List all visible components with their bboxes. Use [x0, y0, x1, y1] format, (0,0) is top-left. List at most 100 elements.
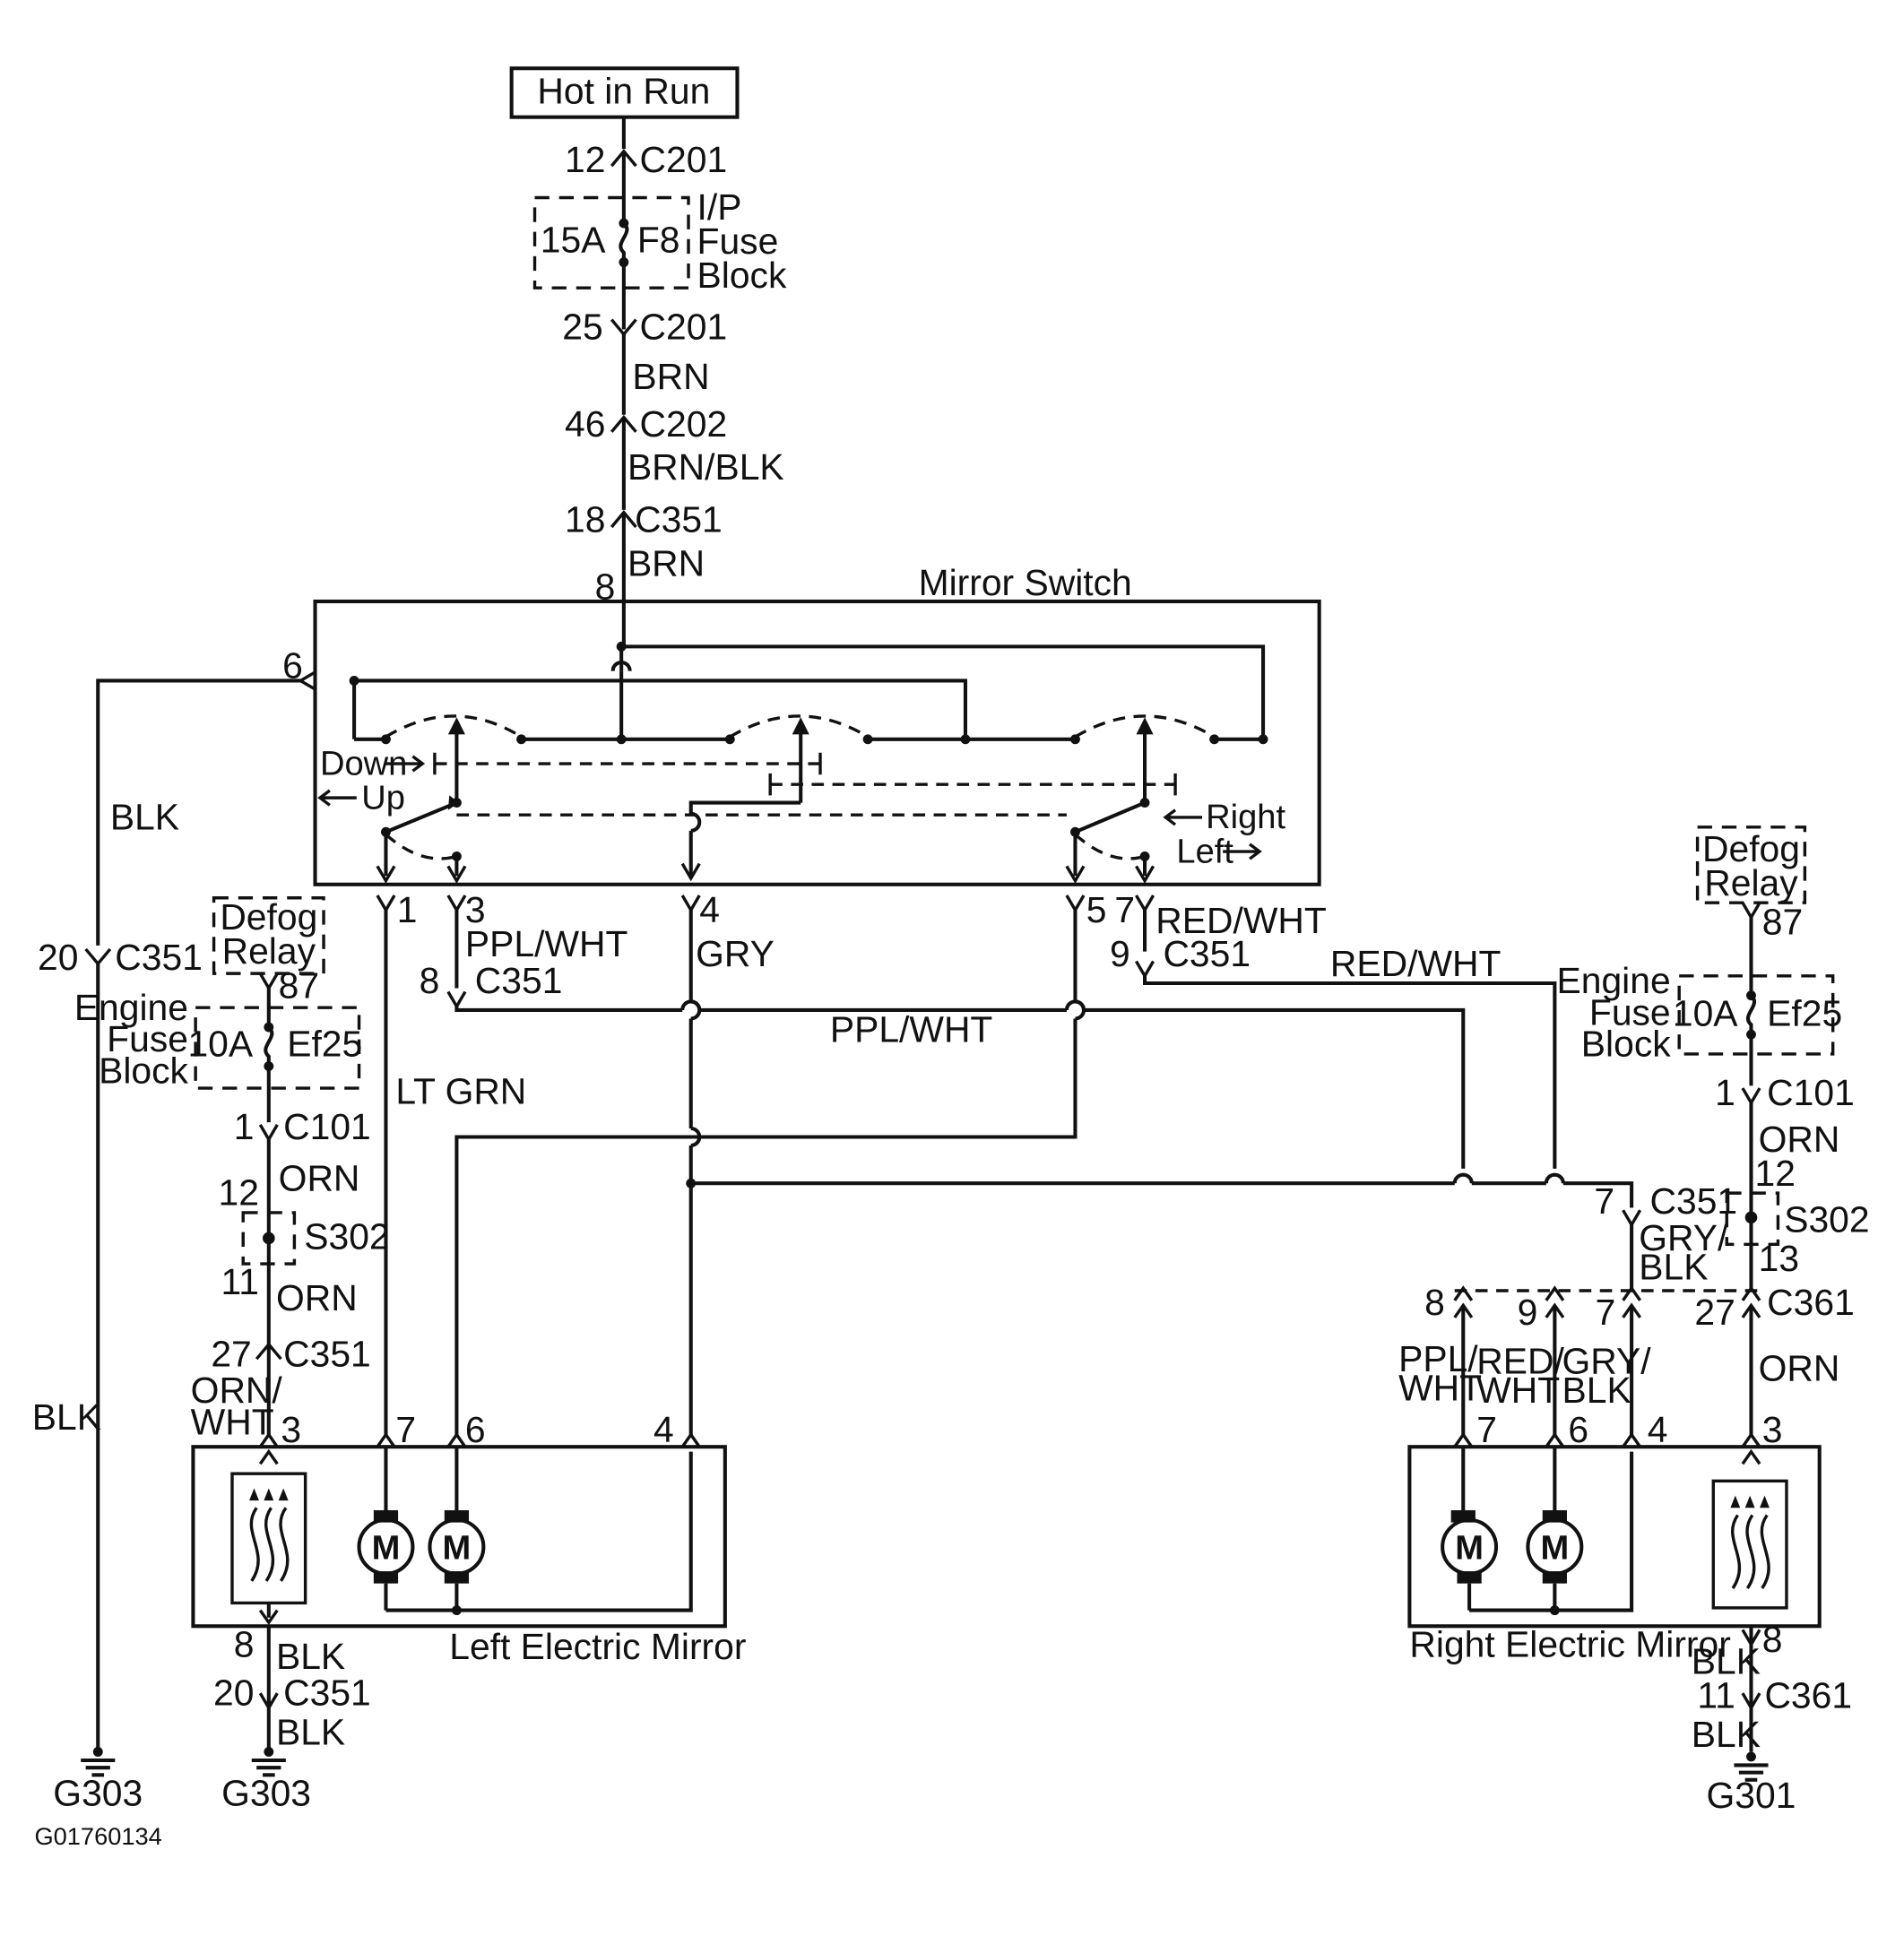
svg-text:Defog: Defog: [1702, 828, 1800, 869]
svg-text:7: 7: [1114, 889, 1135, 930]
svg-text:8: 8: [595, 566, 616, 607]
svg-text:Defog: Defog: [220, 896, 317, 938]
svg-text:GRY/: GRY/: [1562, 1341, 1652, 1382]
svg-text:C201: C201: [640, 306, 728, 347]
svg-text:PPL/WHT: PPL/WHT: [465, 923, 627, 964]
svg-text:BLK: BLK: [1639, 1247, 1708, 1288]
svg-text:BRN/BLK: BRN/BLK: [627, 446, 784, 488]
svg-text:8: 8: [234, 1623, 255, 1664]
svg-text:BLK: BLK: [1562, 1370, 1631, 1411]
svg-text:BLK: BLK: [1692, 1640, 1761, 1681]
svg-text:BLK: BLK: [110, 797, 179, 838]
svg-text:3: 3: [465, 889, 486, 930]
svg-text:BLK: BLK: [1692, 1714, 1761, 1755]
svg-text:F8: F8: [637, 220, 680, 261]
svg-text:4: 4: [653, 1409, 674, 1450]
ground-g303-left-icon: [81, 1747, 116, 1777]
power-source-label: Hot in Run: [537, 71, 710, 112]
svg-text:Fuse: Fuse: [107, 1018, 188, 1059]
left-electric-mirror: Left Electric Mirror 3 7 6 4 M: [191, 1409, 746, 1667]
svg-text:BLK: BLK: [276, 1711, 345, 1752]
motor-right-2-icon: M: [1526, 1517, 1584, 1576]
svg-text:C351: C351: [475, 960, 563, 1001]
ground-g303-mirror-icon: [251, 1747, 286, 1777]
svg-text:C351: C351: [283, 1672, 371, 1714]
svg-text:C351: C351: [1163, 933, 1251, 974]
svg-text:ORN: ORN: [1759, 1119, 1840, 1160]
svg-text:3: 3: [281, 1409, 301, 1450]
ip-fuse-block: 15A F8 I/P Fuse Block: [532, 186, 787, 296]
engine-fuse-block-left: 10A Ef25 Engine Fuse Block: [74, 987, 362, 1092]
engine-fuse-block-right: 10A Ef25 Engine Fuse Block: [1557, 917, 1842, 1065]
svg-text:6: 6: [282, 645, 303, 687]
svg-text:LT GRN: LT GRN: [395, 1071, 526, 1112]
svg-text:Block: Block: [697, 255, 787, 296]
motor-left-1-icon: M: [357, 1517, 415, 1576]
svg-text:7: 7: [1596, 1292, 1616, 1333]
svg-text:4: 4: [699, 889, 720, 930]
svg-text:20: 20: [38, 937, 78, 978]
svg-text:G303: G303: [53, 1772, 143, 1813]
svg-text:10A: 10A: [187, 1024, 253, 1065]
svg-text:C351: C351: [283, 1333, 371, 1374]
svg-text:RED/WHT: RED/WHT: [1330, 943, 1502, 984]
svg-text:C101: C101: [283, 1106, 371, 1147]
svg-text:PPL/WHT: PPL/WHT: [830, 1008, 992, 1050]
defog-relay-left: Defog Relay: [212, 896, 325, 975]
svg-text:46: 46: [565, 403, 605, 445]
svg-text:C101: C101: [1767, 1072, 1855, 1113]
svg-text:3: 3: [1762, 1409, 1783, 1450]
mirror-switch: Mirror Switch: [313, 562, 1321, 886]
svg-text:Fuse: Fuse: [1589, 991, 1671, 1033]
connector-c351-20-top: [84, 947, 112, 966]
svg-text:G301: G301: [1707, 1775, 1796, 1816]
svg-text:27: 27: [211, 1333, 251, 1374]
right-label: Right: [1206, 799, 1285, 836]
up-label: Up: [361, 779, 405, 817]
svg-text:8: 8: [1424, 1282, 1445, 1323]
motor-right-1-icon: M: [1441, 1517, 1499, 1576]
svg-text:6: 6: [465, 1409, 486, 1450]
svg-text:BRN: BRN: [627, 542, 705, 583]
heater-grid-right-icon: [1711, 1479, 1788, 1610]
svg-text:Fuse: Fuse: [697, 220, 779, 262]
svg-text:BLK: BLK: [276, 1636, 345, 1677]
svg-text:Relay: Relay: [222, 930, 316, 972]
fuse-ef25-right-icon: [1746, 917, 1756, 1035]
svg-text:Engine: Engine: [1557, 960, 1671, 1001]
svg-text:Relay: Relay: [1704, 862, 1798, 903]
svg-text:1: 1: [397, 889, 418, 930]
svg-text:Engine: Engine: [74, 987, 188, 1028]
svg-text:9: 9: [1110, 933, 1130, 974]
svg-text:12: 12: [565, 139, 605, 180]
svg-text:Block: Block: [1581, 1024, 1671, 1065]
svg-text:7: 7: [1476, 1409, 1497, 1450]
svg-text:11: 11: [221, 1261, 259, 1302]
fuse-f8-icon: [619, 221, 629, 263]
svg-text:BRN: BRN: [632, 356, 709, 397]
svg-text:M: M: [1540, 1529, 1569, 1567]
svg-text:7: 7: [395, 1409, 416, 1450]
svg-text:C351: C351: [635, 498, 723, 540]
svg-text:25: 25: [562, 306, 602, 347]
motor-left-2-icon: M: [428, 1517, 486, 1576]
svg-text:8: 8: [1762, 1619, 1783, 1660]
svg-text:Ef25: Ef25: [287, 1024, 362, 1065]
svg-text:C201: C201: [640, 139, 728, 180]
svg-text:C351: C351: [1650, 1180, 1738, 1222]
svg-text:BLK: BLK: [32, 1396, 101, 1438]
svg-text:8: 8: [420, 960, 440, 1001]
svg-text:C202: C202: [640, 403, 728, 445]
splice-s302-right: [1725, 1191, 1780, 1246]
svg-text:87: 87: [1762, 902, 1803, 943]
svg-text:4: 4: [1648, 1409, 1668, 1450]
svg-text:Ef25: Ef25: [1767, 993, 1842, 1034]
svg-text:12: 12: [1755, 1153, 1796, 1194]
power-source: Hot in Run: [509, 66, 740, 119]
svg-text:GRY/: GRY/: [1639, 1217, 1728, 1258]
svg-text:M: M: [372, 1529, 401, 1567]
svg-text:20: 20: [213, 1672, 254, 1714]
svg-text:10A: 10A: [1673, 993, 1738, 1034]
svg-text:WHT: WHT: [191, 1402, 274, 1443]
svg-text:PPL/: PPL/: [1398, 1338, 1478, 1379]
